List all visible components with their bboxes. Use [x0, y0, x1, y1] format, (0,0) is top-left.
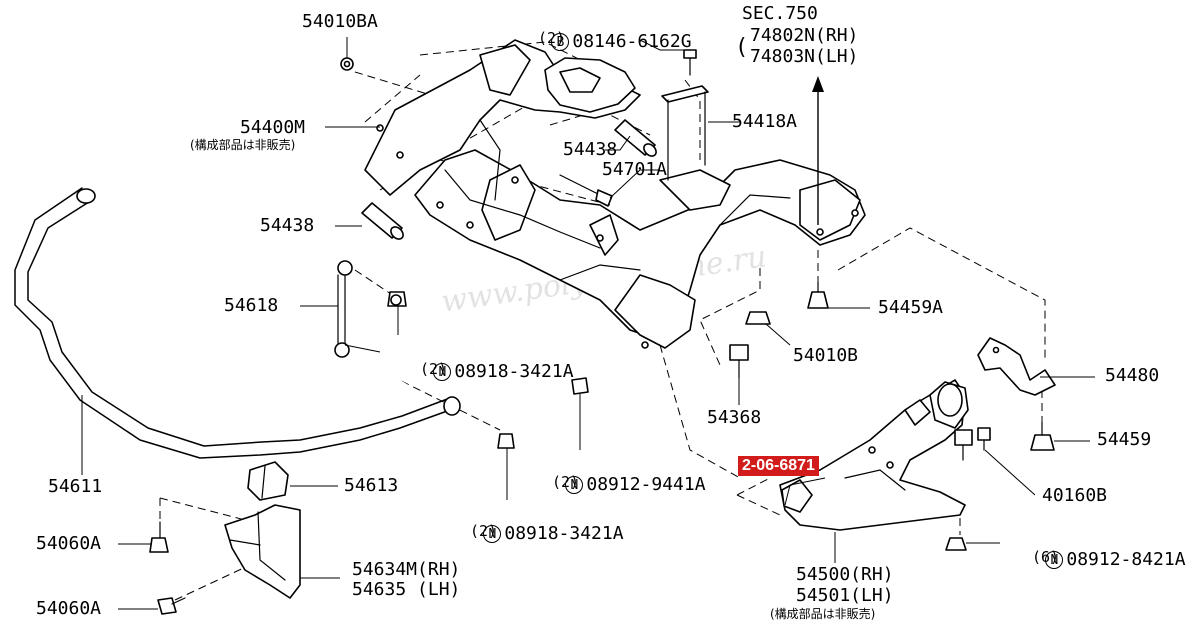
callout-08912-8421A-qty: (6): [1032, 548, 1060, 566]
callout-08146-qty: (2): [538, 29, 566, 47]
callout-54501-lh: 54501(LH): [796, 585, 894, 606]
callout-54010B: 54010B: [793, 345, 859, 366]
stabilizer-bushing-54613: [247, 461, 289, 501]
callout-08918-lower-qty: (2): [470, 522, 498, 540]
stabilizer-bar-54611: [14, 187, 461, 459]
callout-54400M-note: (構成部品は非販売): [190, 138, 296, 152]
stabilizer-link-54618: [334, 260, 402, 358]
callout-54459: 54459: [1097, 429, 1152, 450]
callout-54400M: 54400M: [240, 117, 306, 138]
circle-prefix-b: B: [551, 33, 570, 51]
part-number: 08912-9441A: [586, 474, 706, 495]
callout-54010BA: 54010BA: [302, 11, 378, 32]
callout-54060A-lower: 54060A: [36, 598, 102, 619]
circle-prefix-n: N: [483, 525, 502, 543]
callout-54480: 54480: [1105, 365, 1160, 386]
sec750-rh: 74802N(RH): [750, 25, 859, 46]
callout-54618: 54618: [224, 295, 279, 316]
callout-54438-left: 54438: [260, 215, 315, 236]
part-number: 08918-3421A: [454, 361, 574, 382]
part-number: 08146-6162G: [572, 31, 692, 52]
leader-lines: [81, 37, 1095, 610]
callout-08918-upper-qty: (2): [420, 360, 448, 378]
part-number: 08912-8421A: [1066, 549, 1186, 570]
callout-54635-lh: 54635 (LH): [352, 579, 461, 600]
lower-control-arm-54500: [779, 379, 969, 531]
circle-prefix-n: N: [433, 363, 452, 381]
ball-joint-40160B: [954, 427, 991, 461]
part-number: 08918-3421A: [504, 523, 624, 544]
section-arrow: [812, 76, 824, 225]
callout-54634M-rh: 54634M(RH): [352, 559, 461, 580]
highlighted-part-number: 2-06-6871: [738, 456, 819, 476]
bolts: [149, 49, 1055, 615]
sec750-lh: 74803N(LH): [750, 46, 859, 67]
bracket-54480: [977, 337, 1056, 396]
callout-54368: 54368: [707, 407, 762, 428]
callout-40160B: 40160B: [1042, 485, 1108, 506]
callout-54418A: 54418A: [732, 111, 798, 132]
callout-08912-9441A-qty: (2): [552, 473, 580, 491]
circle-prefix-n: N: [1045, 551, 1064, 569]
callout-54500-note: (構成部品は非販売): [770, 607, 876, 621]
callout-54701A: 54701A: [602, 159, 668, 180]
bushing-54438: [361, 119, 657, 240]
sec750-title: SEC.750: [742, 3, 818, 24]
callout-54611: 54611: [48, 476, 103, 497]
callout-54060A-upper: 54060A: [36, 533, 102, 554]
callout-54613: 54613: [344, 475, 399, 496]
circle-prefix-n: N: [565, 476, 584, 494]
sec750-bracket-open: (: [735, 35, 749, 60]
stabilizer-bracket-54634M: [224, 504, 301, 599]
callout-54459A: 54459A: [878, 297, 944, 318]
callout-54500-rh: 54500(RH): [796, 564, 894, 585]
crossmember-54400M: [364, 39, 866, 349]
callout-54438-top: 54438: [563, 139, 618, 160]
